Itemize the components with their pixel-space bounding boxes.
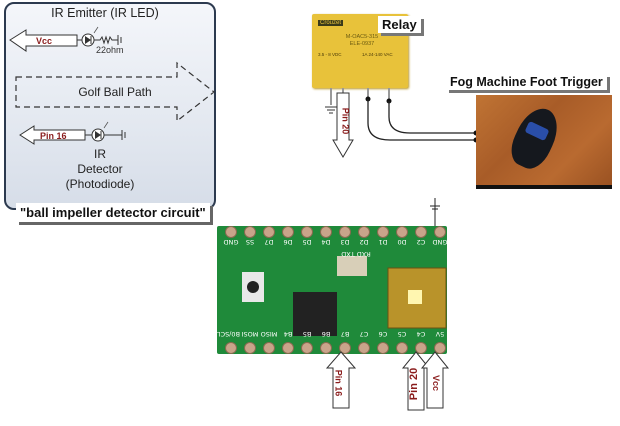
pin-pad bbox=[415, 226, 427, 238]
foot-trigger-label: Fog Machine Foot Trigger bbox=[446, 74, 607, 90]
pin-pad bbox=[434, 226, 446, 238]
pin-pad bbox=[358, 226, 370, 238]
golf-ball-path-arrow bbox=[15, 61, 215, 123]
trigger-wire-1 bbox=[367, 99, 476, 141]
resistor-label: 22ohm bbox=[96, 45, 124, 55]
pin-pad bbox=[282, 342, 294, 354]
pin-pad bbox=[225, 342, 237, 354]
pin16-label: Pin 16 bbox=[40, 131, 67, 141]
detector-label: IR Detector (Photodiode) bbox=[50, 147, 150, 192]
pin-pad bbox=[320, 226, 332, 238]
pin-pad bbox=[377, 342, 389, 354]
pin-pad bbox=[434, 342, 446, 354]
relay-model-line2: ELE-0937 bbox=[349, 41, 375, 47]
relay-input-spec: 3.5 - 8 VDC bbox=[318, 52, 342, 57]
pin-pad bbox=[244, 342, 256, 354]
detector-schematic bbox=[9, 26, 215, 145]
detector-line1: IR bbox=[94, 147, 106, 161]
pin-pad bbox=[415, 342, 427, 354]
microcontroller-chip bbox=[293, 292, 337, 336]
foot-trigger-photo bbox=[476, 95, 612, 189]
vcc-label: Vcc bbox=[36, 36, 53, 46]
relay-model: M-OAC5-315 ELE-0937 bbox=[332, 34, 392, 48]
pin-pad bbox=[301, 226, 313, 238]
trigger-wire-2 bbox=[388, 101, 476, 134]
pin-pad bbox=[396, 342, 408, 354]
pin-pad bbox=[282, 226, 294, 238]
pin16-board-label: Pin 16 bbox=[333, 369, 344, 397]
golf-ball-path-label: Golf Ball Path bbox=[78, 85, 152, 99]
relay-label: Relay bbox=[378, 16, 421, 33]
pin-pad bbox=[225, 226, 237, 238]
pin-pad bbox=[358, 342, 370, 354]
pin-pad bbox=[339, 342, 351, 354]
vcc-board-arrow bbox=[420, 351, 450, 409]
pin-pad bbox=[263, 226, 275, 238]
pin-pad bbox=[339, 226, 351, 238]
pin-pad bbox=[244, 226, 256, 238]
pin20-board-label: Pin 20 bbox=[408, 367, 421, 401]
detector-line3: (Photodiode) bbox=[65, 177, 135, 191]
pin20-relay-arrow bbox=[332, 92, 354, 158]
relay-output-spec: 1A 24-140 VAC bbox=[362, 52, 393, 57]
relay-wiring bbox=[325, 88, 479, 158]
panel-caption: "ball impeller detector circuit" bbox=[16, 203, 210, 222]
relay-brand: Crouzet bbox=[318, 20, 344, 26]
relay-model-line1: M-OAC5-315 bbox=[345, 34, 379, 40]
vcc-board-label: Vcc bbox=[431, 374, 442, 392]
pin-pad bbox=[396, 226, 408, 238]
pin-pad bbox=[377, 226, 389, 238]
resistor-icon bbox=[94, 35, 118, 45]
pin16-board-arrow bbox=[325, 351, 357, 409]
crystal bbox=[337, 256, 367, 276]
emitter-title: IR Emitter (IR LED) bbox=[51, 6, 159, 20]
pin-pad bbox=[263, 342, 275, 354]
detector-line2: Detector bbox=[77, 162, 123, 176]
pin-pad bbox=[301, 342, 313, 354]
pin-pad bbox=[320, 342, 332, 354]
